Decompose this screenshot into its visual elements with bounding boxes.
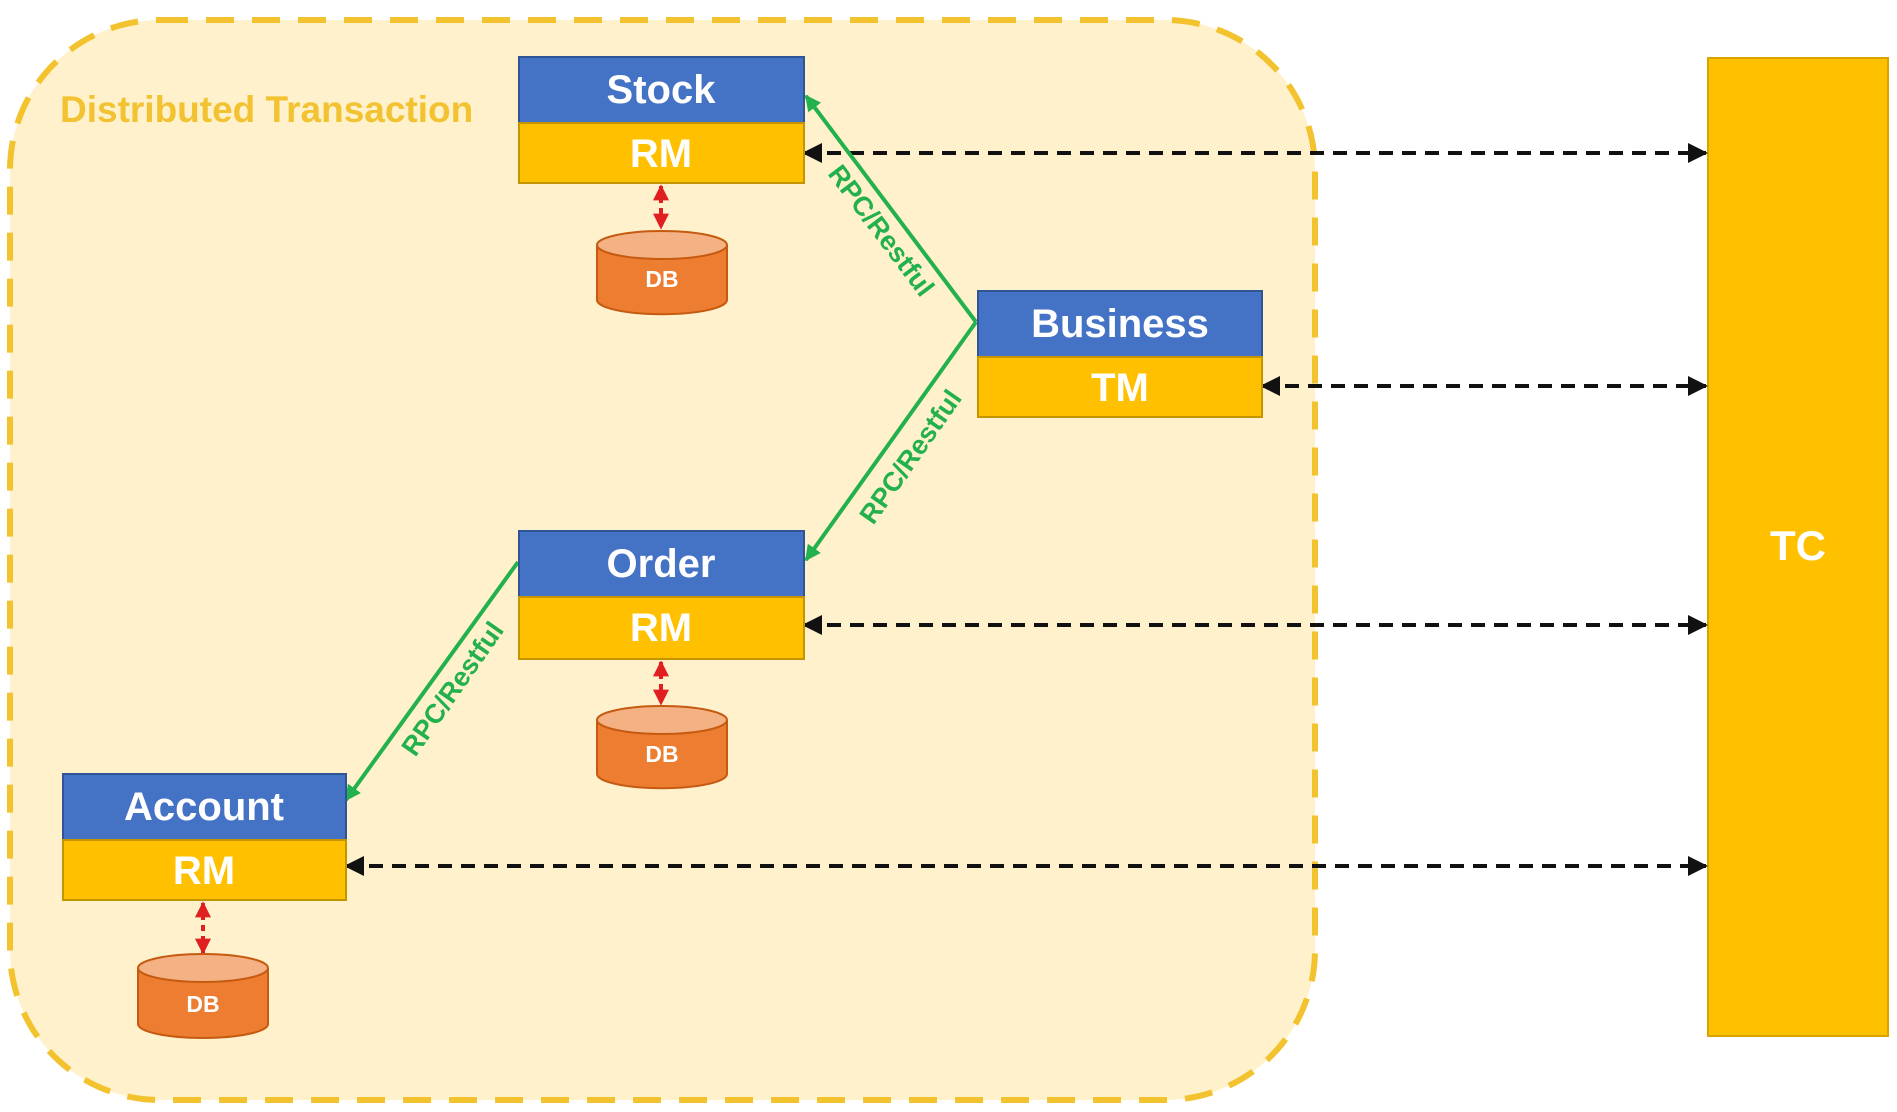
database-top [596,230,728,260]
service-stock: Stock RM [518,56,805,184]
stock-role: RM [630,132,692,176]
account-db: DB [137,953,269,1039]
business-role: TM [1091,366,1149,410]
business-header [977,290,1263,358]
database-icon [137,968,269,1039]
account-db-label: DB [186,991,219,1017]
database-icon [596,720,728,790]
database-icon [596,245,728,316]
service-account: Account RM [62,773,347,901]
stock-role-box [518,122,805,184]
rpc-arrow-business-to-order [804,320,978,562]
account-role: RM [173,849,235,893]
order-db: DB [596,705,728,790]
order-db-label: DB [645,741,678,767]
service-business: Business TM [977,290,1263,418]
database-top [596,705,728,735]
account-role-box [62,839,347,901]
rpc-arrow-business-to-stock [804,94,978,324]
business-role-box [977,356,1263,418]
tc-bar [1707,57,1889,1037]
order-role-box [518,596,805,660]
stock-db-label: DB [645,266,678,292]
tc-label: TC [1770,522,1826,569]
business-name: Business [1031,302,1209,346]
zone-title: Distributed Transaction [60,89,473,130]
account-name: Account [124,785,284,829]
stock-db: DB [596,230,728,316]
order-role: RM [630,606,692,650]
stock-name: Stock [607,68,717,112]
service-order: Order RM [518,530,805,660]
rpc-arrow-order-to-account [344,560,520,802]
stock-header [518,56,805,124]
database-top [137,953,269,983]
order-name: Order [607,542,716,586]
